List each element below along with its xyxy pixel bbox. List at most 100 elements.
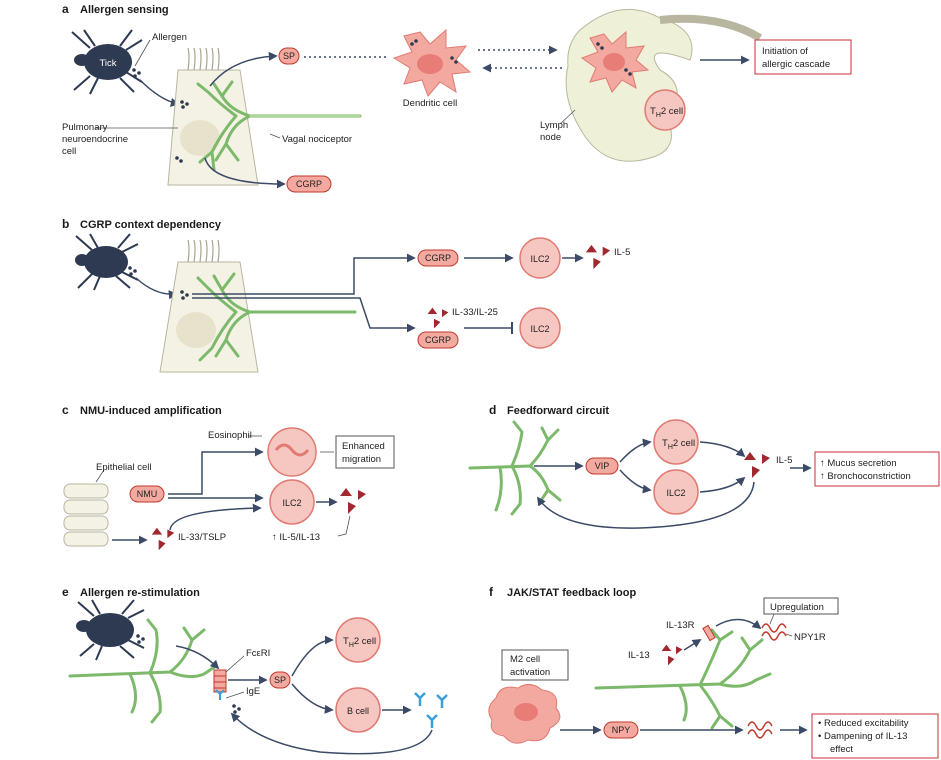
nociceptor-icon <box>594 628 772 730</box>
nociceptor-icon <box>68 618 218 724</box>
pnec-label-1: Pulmonary <box>62 122 108 133</box>
upregulation-label: Upregulation <box>770 602 824 613</box>
tick-label: Tick <box>99 58 116 69</box>
panel-f: f JAK/STAT feedback loop IL-13R IL-13 NP… <box>488 585 939 759</box>
epithelial-cells-icon <box>63 483 109 547</box>
upregulation-box <box>763 597 839 615</box>
outcome-1: • Reduced excitability <box>818 718 909 729</box>
sp-label: SP <box>274 675 286 685</box>
npy1r-receptor-icon <box>761 623 787 641</box>
ilc2-label: ILC2 <box>282 498 301 508</box>
outcome-2: ↑ Bronchoconstriction <box>820 471 911 482</box>
panel-letter: a <box>62 2 69 16</box>
outcome-2: • Dampening of IL-13 <box>818 731 907 742</box>
panel-d: d Feedforward circuit VIP TH2 cell ILC2 … <box>468 403 940 529</box>
b-cell-label: B cell <box>347 706 369 716</box>
panel-title: NMU-induced amplification <box>80 405 222 417</box>
cgrp-pill <box>286 175 332 193</box>
m2-activation-box <box>501 649 569 681</box>
th2-cell-icon <box>653 419 699 465</box>
npy-label: NPY <box>612 725 631 735</box>
ilc2-icon <box>269 479 315 525</box>
outcomes-box <box>811 713 939 759</box>
cgrp-bottom-label: CGRP <box>425 335 451 345</box>
il33-label: IL-33/IL-25 <box>452 307 498 318</box>
il5-il13-cytokine-icon <box>340 488 366 514</box>
outcome-3: effect <box>830 744 853 755</box>
ige-antibodies-icon <box>414 692 448 728</box>
ilc2-icon <box>653 469 699 515</box>
sp-pill <box>278 47 300 65</box>
th2-cell-icon <box>335 617 381 663</box>
panel-title: CGRP context dependency <box>80 219 222 231</box>
epithelial-label: Epithelial cell <box>96 462 151 473</box>
outcomes-box <box>814 451 940 487</box>
cgrp-bottom-pill <box>417 331 459 349</box>
sp-label: SP <box>283 51 295 61</box>
th2-cell-label: TH2 cell <box>662 438 695 451</box>
ilc2-bottom-label: ILC2 <box>530 324 549 334</box>
enhanced-line-1: Enhanced <box>342 441 385 452</box>
il33-cytokine-icon <box>427 307 449 329</box>
il5-cytokine-icon <box>744 452 770 478</box>
npy1r-label: NPY1R <box>794 632 826 643</box>
panel-b: b CGRP context dependency CGRP ILC2 IL-5… <box>62 217 630 373</box>
ige-antibody-icon <box>215 689 225 700</box>
fceri-label: FcεRI <box>246 648 270 659</box>
allergen-particles <box>175 100 189 163</box>
initiation-line-2: allergic cascade <box>762 59 830 70</box>
cgrp-top-pill <box>417 249 459 267</box>
m2-line-2: activation <box>510 667 550 678</box>
npy-pill <box>603 721 639 739</box>
eosinophil-icon <box>267 427 317 477</box>
panel-letter: f <box>489 585 494 599</box>
lymph-node-label-2: node <box>540 132 561 143</box>
il33-tslp-label: IL-33/TSLP <box>178 532 226 543</box>
allergen-particles <box>132 68 141 78</box>
panel-letter: b <box>62 217 69 231</box>
dendritic-cell-label: Dendritic cell <box>403 98 457 109</box>
ilc2-bottom-icon <box>519 307 561 349</box>
allergen-label: Allergen <box>152 32 187 43</box>
panel-title: Allergen sensing <box>80 4 169 16</box>
panel-title: Feedforward circuit <box>507 405 609 417</box>
ilc2-top-label: ILC2 <box>530 254 549 264</box>
fceri-receptor-icon <box>213 669 227 693</box>
initiation-box <box>754 39 852 75</box>
ilc2-label: ILC2 <box>666 488 685 498</box>
panel-letter: d <box>489 403 496 417</box>
il13r-receptor-icon <box>702 624 716 642</box>
il5-il13-label: ↑ IL-5/IL-13 <box>272 532 320 543</box>
nmu-label: NMU <box>137 489 158 499</box>
il5-label: IL-5 <box>776 455 792 466</box>
ilc2-top-icon <box>519 237 561 279</box>
th2-cell-label: TH2 cell <box>343 636 376 649</box>
m2-line-1: M2 cell <box>510 654 540 665</box>
panel-c: c NMU-induced amplification Epithelial c… <box>62 403 395 551</box>
sp-pill <box>269 671 291 689</box>
cgrp-label: CGRP <box>296 179 322 189</box>
il5-label: IL-5 <box>614 247 630 258</box>
eosinophil-label: Eosinophil <box>208 430 252 441</box>
tick-icon <box>76 599 145 661</box>
panel-letter: e <box>62 585 69 599</box>
dendritic-cell-icon <box>580 30 650 93</box>
tick-icon <box>71 29 143 95</box>
panel-title: JAK/STAT feedback loop <box>507 587 636 599</box>
il13-label: IL-13 <box>628 650 650 661</box>
lymph-node-icon <box>565 8 763 162</box>
nociceptor-icon <box>468 420 562 516</box>
initiation-line-1: Initiation of <box>762 46 808 57</box>
vagal-nociceptor-icon <box>196 80 362 172</box>
il13-cytokine-icon <box>661 644 683 666</box>
panel-a: a Allergen sensing Tick Allergen Vagal n… <box>62 2 852 193</box>
ige-label: IgE <box>246 686 260 697</box>
vagal-nociceptor-icon <box>196 272 357 362</box>
pnec-label-2: neuroendocrine <box>62 134 128 145</box>
il13r-label: IL-13R <box>666 620 695 631</box>
outcome-1: ↑ Mucus secretion <box>820 458 897 469</box>
dendritic-cell-icon <box>392 28 472 97</box>
tick-icon <box>75 233 139 291</box>
il33-tslp-cytokine-icon <box>151 527 175 551</box>
nmu-pill <box>129 485 165 503</box>
